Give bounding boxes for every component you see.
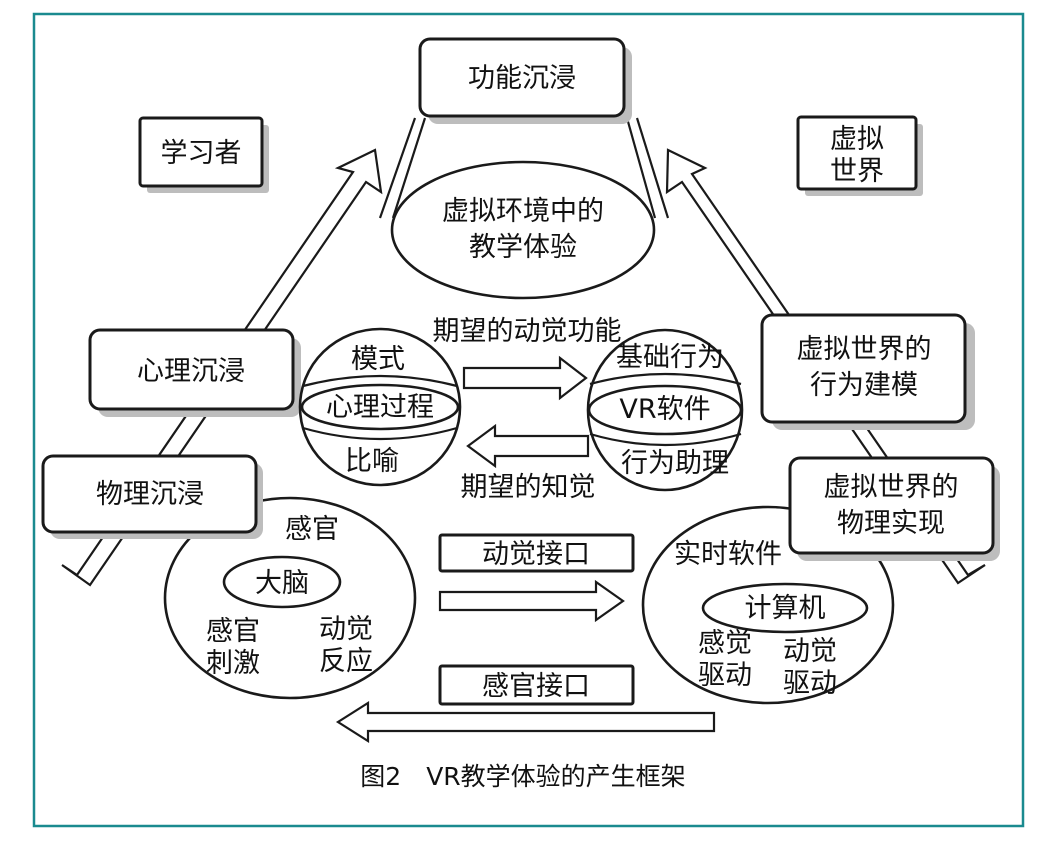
sensory-drive-line2: 驱动 (698, 660, 752, 691)
computer-ellipse (701, 582, 869, 634)
senses-label: 感官 (285, 514, 339, 545)
top-left-connector (391, 117, 427, 219)
sensory-stimulus-line1: 感官 (206, 616, 260, 647)
basic-behavior-label: 基础行为 (616, 342, 724, 373)
functional-immersion-box (418, 37, 626, 118)
sensory-interface-box (438, 664, 635, 706)
brain-label: 大脑 (255, 568, 309, 599)
vw-physical-realization-line2: 物理实现 (837, 508, 945, 539)
pattern-label: 模式 (351, 344, 405, 375)
top-right-connector-2 (635, 117, 670, 219)
psych-process-sphere (298, 327, 462, 487)
figure-caption: 图2 VR教学体验的产生框架 (360, 762, 685, 791)
vw-behavior-modeling-box (760, 313, 967, 424)
virtual-world-box (796, 115, 918, 191)
physical-immersion-label: 物理沉浸 (96, 479, 204, 510)
brain-ellipse (222, 555, 342, 609)
sensory-stimulus-line2: 刺激 (206, 648, 260, 679)
vr-software-label: VR软件 (619, 394, 710, 425)
teaching-experience-line2: 教学体验 (469, 232, 577, 263)
vr-software-band (587, 384, 743, 436)
virtual-world-label-1: 虚拟 (830, 124, 884, 155)
kinesthetic-drive-line1: 动觉 (783, 636, 837, 667)
functional-immersion-label: 功能沉浸 (468, 63, 576, 94)
vw-behavior-modeling-line1: 虚拟世界的 (797, 334, 932, 365)
perception-arrow (466, 423, 590, 469)
psych-process-label: 心理过程 (326, 392, 434, 423)
sensory-interface-label: 感官接口 (482, 671, 590, 702)
vw-physical-realization-line1: 虚拟世界的 (824, 472, 959, 503)
top-left-connector-2 (378, 117, 417, 219)
top-right-connector (625, 117, 657, 219)
outer-frame (32, 12, 1025, 828)
behavior-assist-label: 行为助理 (621, 448, 729, 479)
vw-physical-realization-box (788, 456, 995, 555)
teaching-experience-line1: 虚拟环境中的 (442, 196, 604, 227)
psych-immersion-box (88, 328, 295, 411)
metaphor-label: 比喻 (345, 446, 399, 477)
expected-kinesthetic-label: 期望的动觉功能 (433, 316, 622, 347)
learner-label: 学习者 (161, 138, 242, 169)
kinesthetic-function-arrow (462, 355, 588, 401)
kinesthetic-interface-arrow (438, 579, 625, 623)
teaching-experience-ellipse (390, 160, 656, 300)
virtual-world-label-2: 世界 (830, 156, 884, 187)
kinesthetic-interface-label: 动觉接口 (482, 539, 590, 570)
realtime-software-label: 实时软件 (674, 539, 782, 570)
physical-immersion-box (41, 454, 258, 534)
psych-process-band (300, 383, 460, 431)
vw-behavior-modeling-line2: 行为建模 (810, 370, 918, 401)
kinesthetic-interface-box (438, 533, 635, 573)
expected-perception-label: 期望的知觉 (461, 472, 596, 503)
kinesthetic-response-line2: 反应 (319, 646, 373, 677)
sensory-drive-line1: 感觉 (698, 628, 752, 659)
kinesthetic-drive-line2: 驱动 (783, 668, 837, 699)
psych-immersion-label: 心理沉浸 (137, 356, 245, 387)
learner-box (138, 116, 264, 188)
computer-label: 计算机 (745, 593, 826, 624)
kinesthetic-response-line1: 动觉 (319, 614, 373, 645)
right-diagonal-arrow (665, 148, 986, 585)
sensory-interface-arrow (335, 701, 716, 743)
